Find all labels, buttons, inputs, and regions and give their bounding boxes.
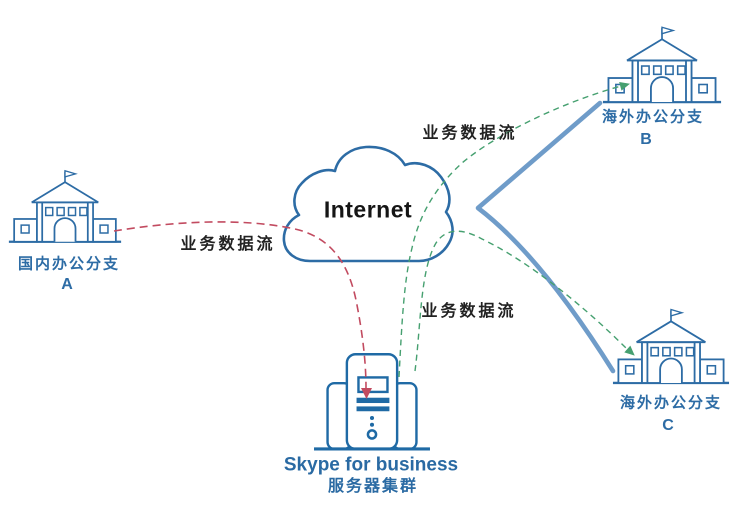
green-flow-line-server-to-c <box>414 230 635 372</box>
office-building-icon-b <box>602 26 722 104</box>
site-b-label: 海外办公分支 <box>601 108 705 126</box>
green-flow-arrow-b <box>619 81 630 91</box>
flow-label-middle: 业务数据流 <box>421 303 517 320</box>
blue-link-internet-to-b-c <box>475 100 616 374</box>
site-a-id: A <box>61 276 73 293</box>
server-cluster-icon <box>314 352 430 451</box>
site-c-label: 海外办公分支 <box>619 394 723 412</box>
internet-cloud-icon <box>282 145 454 263</box>
site-a-label: 国内办公分支 <box>17 255 121 273</box>
red-flow-line-a-to-server <box>113 221 372 399</box>
site-c-id: C <box>662 417 674 434</box>
server-label-zh: 服务器集群 <box>327 478 419 495</box>
red-flow-arrow <box>361 388 372 399</box>
internet-label: Internet <box>323 196 413 223</box>
office-building-icon-a <box>8 169 122 243</box>
flow-label-top: 业务数据流 <box>422 125 518 142</box>
server-label-en: Skype for business <box>283 454 459 476</box>
flow-label-left: 业务数据流 <box>180 236 276 253</box>
green-flow-arrow-c <box>624 345 635 356</box>
green-flow-line-server-to-b <box>398 81 630 378</box>
site-b-id: B <box>640 131 652 148</box>
